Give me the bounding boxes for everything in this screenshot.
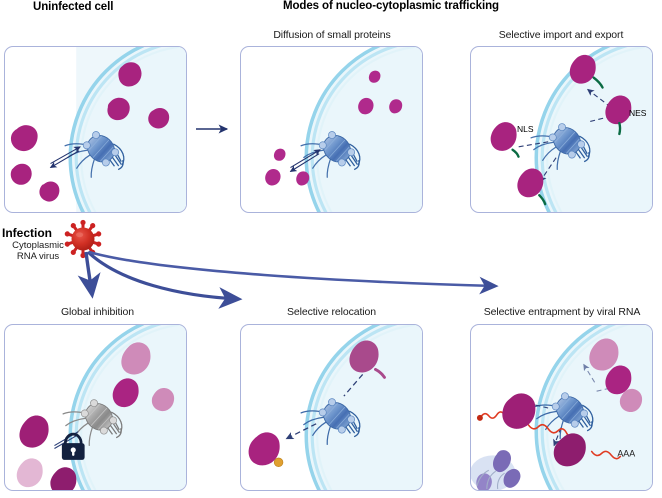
- nuclear-pore-complex: [300, 131, 361, 178]
- protein-blobs-nucleus: [589, 338, 643, 413]
- nuclear-pore-complex-inhibited: [62, 399, 123, 446]
- diffusion-arrow: [289, 149, 321, 172]
- arrow-to-selective-entrapment: [88, 250, 499, 295]
- cargo-protein-cytoplasm-bottom: [517, 168, 547, 206]
- protein-blobs: [107, 62, 170, 129]
- infection-subtitle-line2: RNA virus: [16, 251, 60, 262]
- nuclear-pore-complex: [64, 131, 125, 178]
- caption-global-inhibition: Global inhibition: [60, 306, 134, 318]
- entrapment-paths: [522, 401, 562, 447]
- lock-icon: [61, 432, 85, 460]
- heading-modes-of-trafficking: Modes of nucleo-cytoplasmic trafficking: [283, 0, 499, 12]
- cargo-protein-nls: [490, 122, 520, 158]
- panel-selective-import-export-art: [490, 47, 652, 212]
- import-path-nls: [518, 141, 549, 148]
- protein-nucleus-relocating: [349, 340, 386, 379]
- nuclear-pore-complex: [533, 392, 594, 440]
- panel-uninfected-cell[interactable]: [4, 46, 187, 213]
- protein-relocated-cytoplasm: [248, 432, 284, 468]
- import-path-upper: [586, 88, 618, 113]
- small-protein-blobs: [265, 70, 403, 186]
- caption-selective-relocation: Selective relocation: [286, 306, 377, 318]
- label-nes: NES: [629, 108, 647, 118]
- panel-selective-relocation[interactable]: [240, 324, 423, 491]
- heading-uninfected-cell: Uninfected cell: [33, 1, 114, 13]
- modification-marker: [273, 457, 284, 468]
- arrow-to-selective-relocation: [86, 250, 243, 309]
- protein-blobs-cytoplasm: [10, 125, 60, 202]
- panel-selective-entrapment-art: AAA: [471, 325, 652, 490]
- relocation-path: [285, 373, 364, 440]
- caption-selective-entrapment: Selective entrapment by viral RNA: [483, 306, 641, 318]
- export-path-lower: [539, 157, 557, 183]
- panel-selective-entrapment[interactable]: AAA: [470, 324, 653, 491]
- caption-selective-import-export: Selective import and export: [498, 29, 624, 41]
- nuclear-pore-complex: [300, 398, 361, 446]
- panel-diffusion-art: [265, 47, 422, 212]
- ribosome-complex: [471, 450, 521, 490]
- cargo-protein-nes: [605, 95, 632, 136]
- entrapped-proteins: [502, 393, 586, 467]
- panel-global-inhibition[interactable]: [4, 324, 187, 491]
- panel-selective-import-export[interactable]: [470, 46, 653, 213]
- infection-subtitle-line1: Cytoplasmic: [12, 240, 64, 251]
- infection-arrows: [77, 250, 499, 309]
- infection-title: Infection: [2, 226, 52, 240]
- panel-selective-relocation-art: [248, 325, 422, 490]
- arrow-to-global-inhibition: [77, 251, 101, 299]
- cargo-protein-nucleus-top: [569, 54, 604, 89]
- nuclear-pore-complex: [530, 123, 591, 170]
- rna-five-prime-cap: [476, 414, 483, 421]
- protein-blobs-cytoplasm: [16, 415, 77, 490]
- caption-diffusion: Diffusion of small proteins: [273, 29, 391, 41]
- protein-blobs-nucleus: [112, 342, 175, 412]
- label-nls: NLS: [517, 124, 534, 134]
- panel-global-inhibition-art: [16, 325, 186, 490]
- panel-uninfected-cell-art: [10, 47, 186, 212]
- panel-diffusion[interactable]: [240, 46, 423, 213]
- poly-a-tail-label: AAA: [617, 448, 635, 458]
- diffusion-arrow: [49, 146, 81, 169]
